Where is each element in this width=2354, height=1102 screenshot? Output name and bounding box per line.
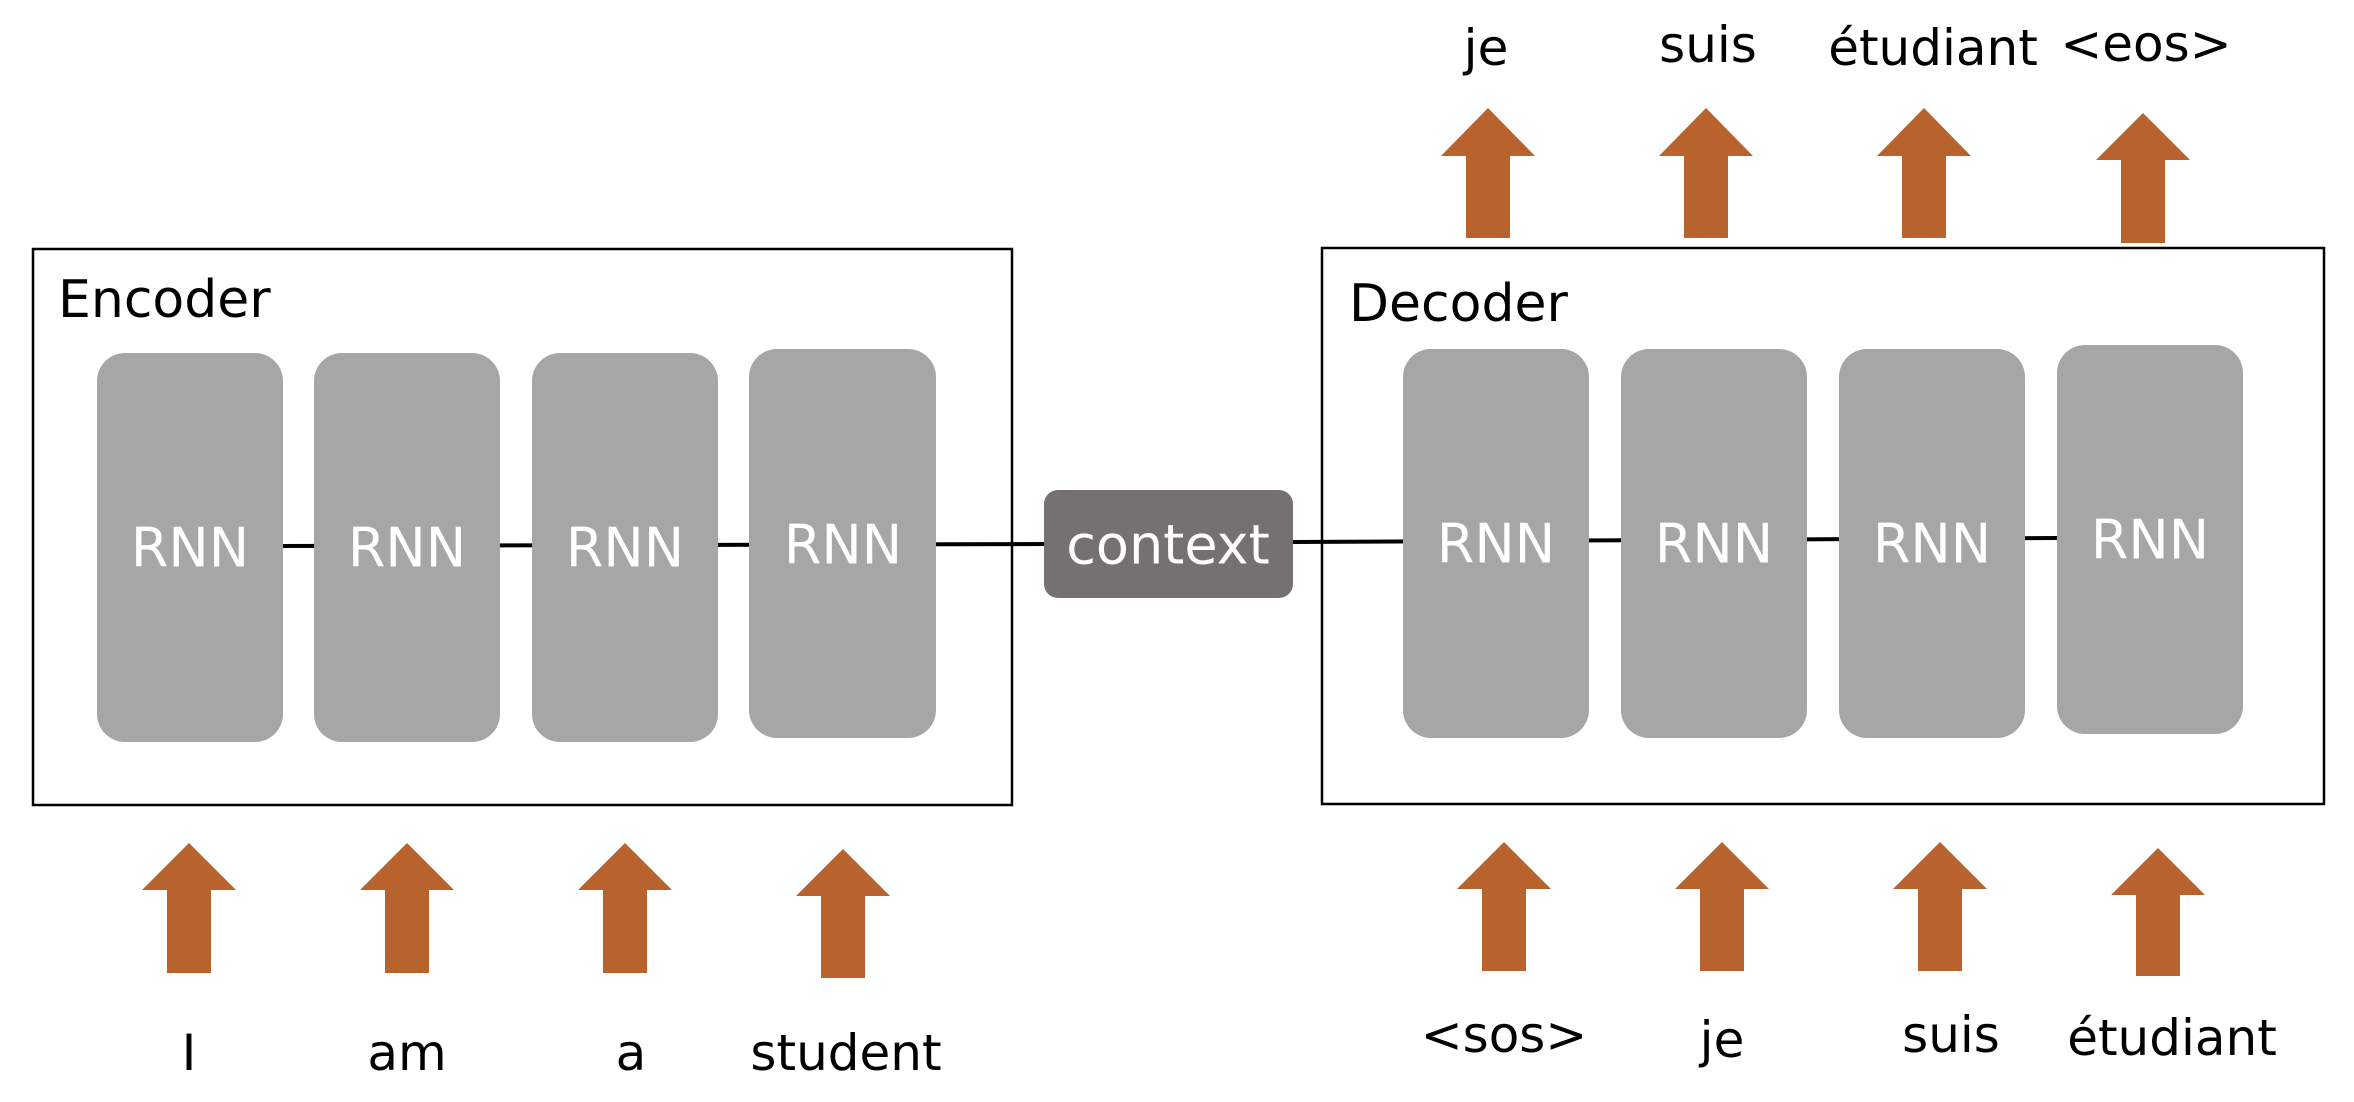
decoder-cell-label: RNN: [2091, 509, 2209, 572]
encoder-title: Encoder: [58, 270, 271, 330]
encoder-input-word: a: [616, 1024, 647, 1082]
decoder-output-word: suis: [1659, 16, 1757, 74]
decoder-output-word: étudiant: [1828, 19, 2038, 77]
decoder-cell-label: RNN: [1873, 513, 1991, 576]
decoder-output-arrow-icon: [1659, 108, 1753, 238]
encoder-input-word: I: [182, 1024, 197, 1082]
decoder-cell-4: RNN: [2057, 345, 2243, 734]
decoder-output-word: je: [1463, 19, 1509, 77]
context-box: context: [1044, 490, 1293, 598]
decoder-input-arrow-icon: [1457, 842, 1551, 971]
encoder-input-arrow-icon: [578, 843, 672, 973]
decoder-input-arrow-icon: [2111, 848, 2205, 976]
decoder-output-arrow-icon: [1877, 108, 1971, 238]
encoder-input-arrow-icon: [360, 843, 454, 973]
decoder-input-word: <sos>: [1421, 1006, 1587, 1064]
decoder-cell-label: RNN: [1655, 513, 1773, 576]
decoder-input-arrow-icon: [1893, 842, 1987, 971]
encoder-input-word: am: [367, 1024, 446, 1082]
encoder-cell-1: RNN: [97, 353, 283, 742]
decoder-output-arrow-icon: [2096, 113, 2190, 243]
decoder-input-word: étudiant: [2067, 1009, 2277, 1067]
encoder-cell-label: RNN: [348, 517, 466, 580]
encoder-input-arrow-icon: [796, 849, 890, 978]
encoder-input-arrow-icon: [142, 843, 236, 973]
decoder-title: Decoder: [1349, 274, 1568, 334]
decoder-output-arrow-icon: [1441, 108, 1535, 238]
decoder-cell-3: RNN: [1839, 349, 2025, 738]
encoder-cell-label: RNN: [784, 514, 902, 577]
decoder-input-word: je: [1699, 1011, 1745, 1069]
decoder-cell-2: RNN: [1621, 349, 1807, 738]
decoder-cell-label: RNN: [1437, 513, 1555, 576]
encoder-cell-4: RNN: [749, 349, 936, 738]
encoder-cell-label: RNN: [566, 517, 684, 580]
encoder-cell-3: RNN: [532, 353, 718, 742]
encoder-cell-2: RNN: [314, 353, 500, 742]
context-label: context: [1066, 514, 1270, 577]
encoder-input-word: student: [750, 1024, 941, 1082]
encoder-cell-label: RNN: [131, 517, 249, 580]
decoder-input-arrow-icon: [1675, 842, 1769, 971]
decoder-output-word: <eos>: [2060, 15, 2231, 73]
decoder-cell-1: RNN: [1403, 349, 1589, 738]
decoder-input-word: suis: [1902, 1006, 2000, 1064]
